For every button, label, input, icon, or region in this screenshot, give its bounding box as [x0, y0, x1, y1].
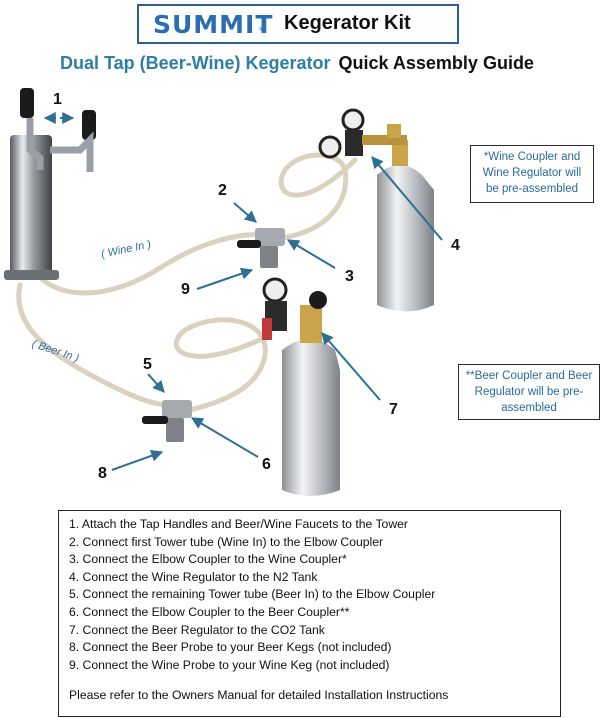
header-box: SUMMIT ® Kegerator Kit [137, 4, 459, 44]
step-item: 8. Connect the Beer Probe to your Beer K… [69, 640, 392, 655]
assembly-illustration [4, 88, 443, 496]
step-item: 4. Connect the Wine Regulator to the N2 … [69, 569, 318, 584]
tap-handle-left [20, 88, 34, 118]
callout-5: 5 [143, 356, 152, 373]
step-item: 5. Connect the remaining Tower tube (Bee… [69, 587, 436, 602]
tube-lines [16, 152, 358, 413]
beer-coupler [142, 400, 192, 442]
step-item: 3. Connect the Elbow Coupler to the Wine… [69, 552, 347, 567]
wine-gas-tube [278, 152, 358, 241]
step-item: 7. Connect the Beer Regulator to the CO2… [69, 622, 325, 637]
step-item: 6. Connect the Elbow Coupler to the Beer… [69, 604, 350, 619]
subtitle: Dual Tap (Beer-Wine) Kegerator Quick Asse… [60, 53, 534, 74]
summit-logo: SUMMIT [153, 10, 274, 39]
logo-trademark: ® [259, 27, 263, 33]
product-name: Dual Tap (Beer-Wine) Kegerator [60, 53, 331, 73]
step-item: 2. Connect first Tower tube (Wine In) to… [69, 534, 384, 549]
callout-1: 1 [53, 91, 62, 108]
beer-preassembled-note: **Beer Coupler and Beer Regulator will b… [458, 364, 600, 420]
beer-tower [4, 88, 96, 280]
callout-4: 4 [451, 237, 460, 254]
instructions-box: 1. Attach the Tap Handles and Beer/Wine … [58, 510, 561, 717]
wine-n2-tank [318, 108, 434, 312]
page-title: Kegerator Kit [284, 12, 411, 34]
callout-arrows [43, 112, 443, 471]
beer-tube [16, 282, 168, 408]
callout-7: 7 [389, 401, 398, 418]
step-item: 9. Connect the Wine Probe to your Wine K… [69, 657, 390, 672]
step-item: 1. Attach the Tap Handles and Beer/Wine … [69, 517, 408, 531]
callout-3: 3 [345, 268, 354, 285]
callout-6: 6 [262, 456, 271, 473]
wine-preassembled-note: *Wine Coupler and Wine Regulator will be… [470, 145, 594, 203]
beer-gas-tube [173, 317, 273, 413]
wine-coupler [237, 228, 285, 268]
callout-2: 2 [218, 182, 227, 199]
owners-manual-note: Please refer to the Owners Manual for de… [69, 688, 449, 703]
callout-9: 9 [181, 281, 190, 298]
tap-handle-right [82, 110, 96, 140]
beer-co2-tank [262, 277, 340, 496]
wine-tube [35, 232, 271, 296]
guide-name: Quick Assembly Guide [338, 53, 534, 73]
callout-8: 8 [98, 465, 107, 482]
